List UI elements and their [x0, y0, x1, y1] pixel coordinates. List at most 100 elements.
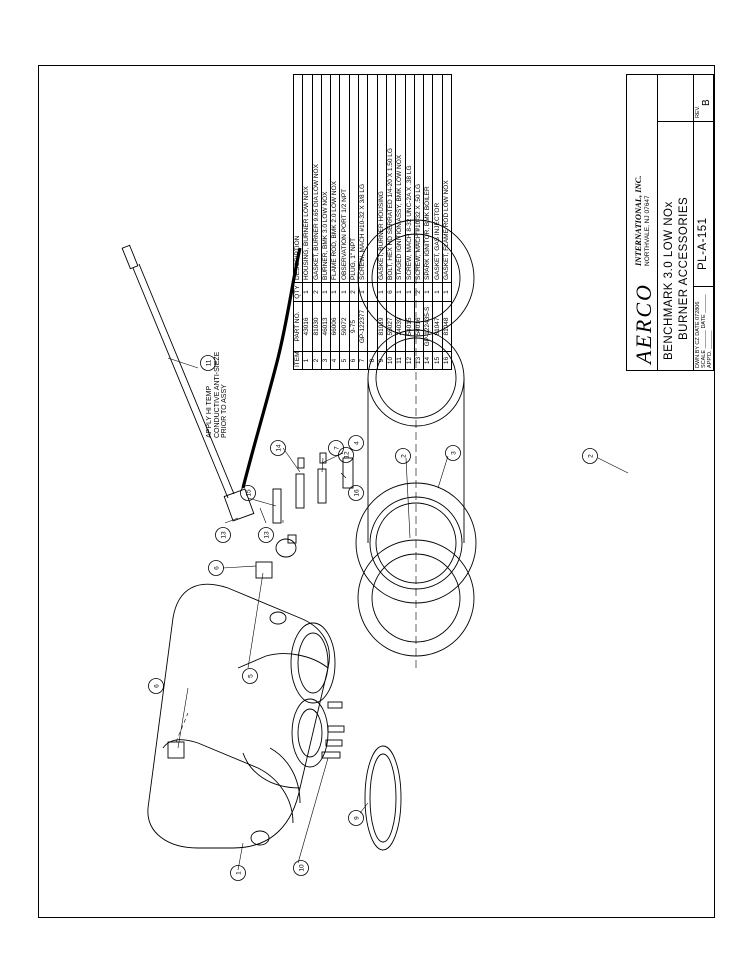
company-name: INTERNATIONAL, INC.	[633, 175, 643, 266]
cell-desc: SCREW, MACH #10-32 X .50 LG	[414, 74, 424, 283]
header-qty: QTY	[293, 282, 303, 302]
cell-part: 81019	[377, 301, 387, 352]
cell-desc: GASKET, BURNER 9.65 DIA LOW NOX	[312, 74, 322, 283]
cell-item: 11	[395, 351, 406, 370]
burner-housing	[147, 538, 345, 849]
cell-part: 9-75	[349, 301, 359, 352]
cell-item: 13	[414, 351, 424, 370]
cell-desc: FLAME ROD, BMK 2.0 LOW NOX	[330, 74, 340, 283]
cell-item: 8	[367, 351, 378, 370]
leader-lines	[167, 357, 629, 871]
balloon-16: 16	[354, 489, 361, 497]
balloon-4: 4	[354, 441, 361, 445]
cell-part: 81030	[312, 301, 322, 352]
drawing-title-line-1: BENCHMARK 3.0 LOW NOx	[663, 201, 675, 360]
cell-qty: 1	[358, 282, 368, 302]
cell-qty: 1	[442, 282, 452, 302]
cell-item: 3	[321, 351, 331, 370]
title-block: AERCO INTERNATIONAL, INC. NORTHVALE, NJ …	[626, 74, 714, 371]
table-row: 8	[367, 74, 378, 370]
plugs	[167, 561, 273, 759]
parts-table-header: ITEM PART NO. QTY DESCRIPTION	[293, 74, 303, 370]
company-address: NORTHVALE, NJ 07647	[644, 195, 651, 266]
balloon-10: 10	[299, 864, 306, 872]
cell-item: 14	[423, 351, 433, 370]
item-balloons	[148, 355, 598, 881]
cell-desc: STAGED IGNITION ASSY, BMK LOW NOX	[395, 74, 406, 283]
cell-qty: 1	[405, 282, 415, 302]
cell-desc	[367, 74, 378, 283]
assembly-note: APPLY HI TEMP CONDUCTIVE ANTI-SIEZE PRIO…	[206, 352, 229, 438]
cell-item: 9	[377, 351, 387, 370]
header-part-no: PART NO.	[293, 301, 303, 352]
cell-qty: 1	[302, 282, 313, 302]
cell-item: 2	[312, 351, 322, 370]
cell-desc: GASKET, BURNER HOUSING	[377, 74, 387, 283]
cell-desc: GASKET, GAS INJECTOR	[432, 74, 443, 283]
cell-desc: SPARK IGNITOR, BMK BOILER	[423, 74, 433, 283]
cell-desc: HOUSING, BURNER LOW NOX	[302, 74, 313, 283]
burner-flanges	[355, 218, 477, 668]
cell-item: 1	[302, 351, 313, 370]
cell-part: 81048	[442, 301, 452, 352]
cell-part: 43016	[302, 301, 313, 352]
cell-item: 7	[358, 351, 368, 370]
header-item: ITEM	[293, 351, 303, 370]
cell-part: 59072	[339, 301, 350, 352]
cell-item: 15	[432, 351, 443, 370]
cell-part: 66006	[330, 301, 340, 352]
cell-qty: 6	[386, 282, 396, 302]
cell-item: 4	[330, 351, 340, 370]
company-logo: AERCO	[631, 283, 656, 364]
cell-desc: BOLT, HEX HD SERRATED 1/4-20 X 1.50 LG	[386, 74, 396, 283]
cell-qty: 1	[377, 282, 387, 302]
cell-qty: 1	[339, 282, 350, 302]
cell-part: 24039	[395, 301, 406, 352]
balloon-12: 12	[344, 451, 351, 459]
balloon-13b: 13	[264, 531, 271, 539]
housing-gasket	[364, 745, 402, 851]
cell-part: 54016	[414, 301, 424, 352]
divider	[657, 75, 658, 370]
drawing-number: PL-A-151	[697, 217, 709, 270]
balloon-2a: 2	[401, 454, 408, 458]
drawing-title-line-2: BURNER ACCESSORIES	[678, 196, 690, 340]
note-line-1: APPLY HI TEMP	[206, 385, 213, 438]
note-line-3: PRIOR TO ASSY	[221, 384, 228, 438]
cell-desc: SCREW, MACH #10-32 X 3/8 LG	[358, 74, 368, 283]
cell-item: 6	[349, 351, 359, 370]
balloon-15: 15	[246, 489, 253, 497]
cell-part: 81047	[432, 301, 443, 352]
divider	[693, 121, 714, 122]
cell-qty: 1	[395, 282, 406, 302]
cell-item: 10	[386, 351, 396, 370]
balloon-7: 7	[334, 446, 341, 450]
balloon-6a: 6	[154, 684, 161, 688]
approved: APP'D. ______	[707, 330, 713, 368]
cell-part: 55027	[386, 301, 396, 352]
rotated-drawing: 1 10 9 6 5 6 13 13 15 14 7 4 12 16 11 2 …	[38, 65, 715, 918]
cell-part	[367, 301, 378, 352]
revision: B	[701, 99, 712, 106]
cell-desc: OBSERVATION PORT 1/2 NPT	[339, 74, 350, 283]
balloon-1: 1	[236, 871, 243, 875]
balloon-numbers: 1 10 9 6 5 6 13 13 15 14 7 4 12 16 11 2 …	[154, 359, 595, 875]
revision-label: REV.	[695, 105, 701, 118]
balloon-13a: 13	[221, 531, 228, 539]
balloon-11: 11	[206, 359, 213, 366]
drawing-border	[38, 65, 715, 918]
cell-qty	[367, 282, 378, 302]
cell-desc: SCREW, MACH 8-32 UNC-2A X .38 LG	[405, 74, 415, 283]
balloon-9: 9	[354, 816, 361, 820]
